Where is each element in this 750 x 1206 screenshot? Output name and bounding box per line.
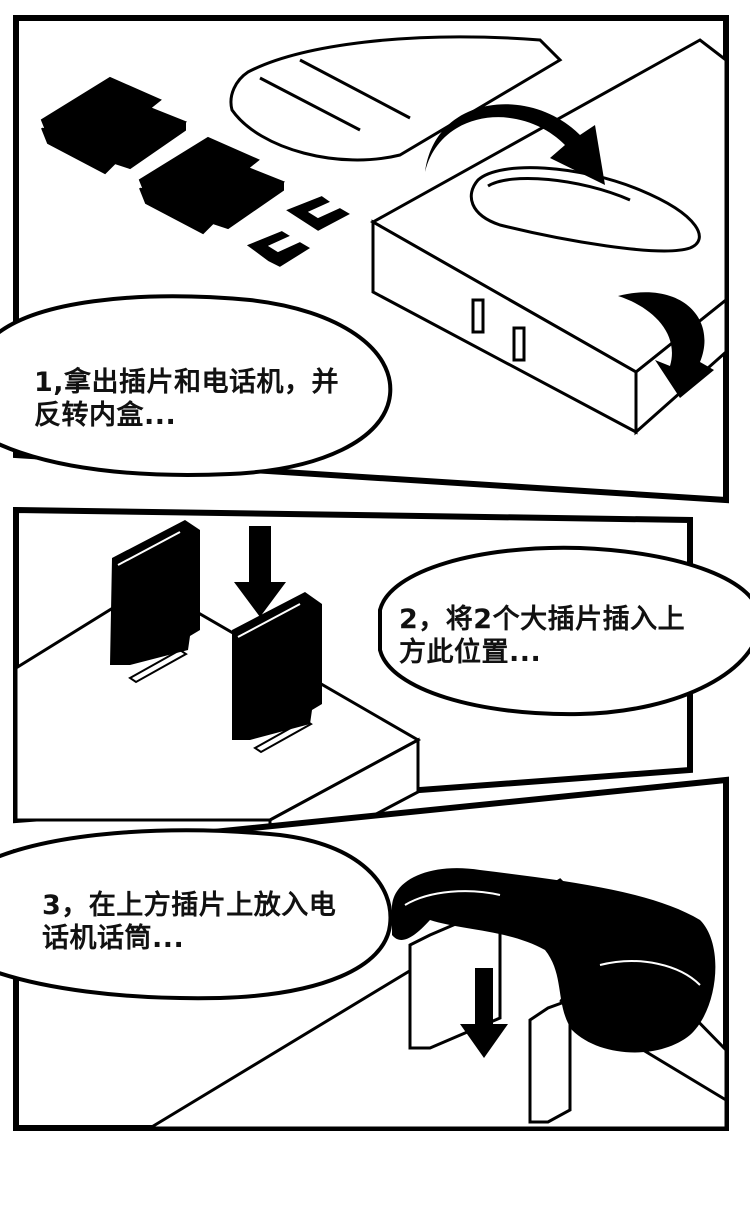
- down-arrow-1: [234, 526, 286, 617]
- panel-2: [13, 506, 750, 873]
- telephone-handset: [391, 868, 716, 1053]
- step-1-line-2: 反转内盒...: [34, 400, 177, 431]
- panel-1: [0, 15, 729, 504]
- step-3-line-1: 3，在上方插片上放入电: [42, 890, 337, 921]
- rotate-arrow-right: [618, 292, 714, 398]
- step-1-line-1: 1,拿出插片和电话机，并: [34, 367, 340, 398]
- standing-tab-2: [528, 997, 572, 1124]
- inserted-tab-1: [110, 520, 200, 665]
- small-tab-2: [242, 228, 314, 270]
- step-1-text: 1,拿出插片和电话机，并 反转内盒...: [34, 366, 339, 432]
- step-3-line-2: 话机话筒...: [42, 923, 185, 954]
- step-2-line-1: 2，将2个大插片插入上: [399, 604, 686, 635]
- inserted-tab-2: [232, 592, 322, 740]
- step-2-text: 2，将2个大插片插入上 方此位置...: [399, 603, 685, 669]
- step-3-text: 3，在上方插片上放入电 话机话筒...: [42, 889, 336, 955]
- big-tab-1: [40, 76, 188, 175]
- speech-bubble-3: [0, 828, 393, 1001]
- down-arrow-2: [460, 968, 508, 1058]
- step-2-line-2: 方此位置...: [399, 637, 542, 668]
- phone-base-lid: [229, 35, 563, 162]
- speech-bubble-2: [378, 545, 750, 717]
- rotate-arrow-top: [425, 104, 605, 185]
- big-tab-2: [138, 136, 286, 235]
- panel-3: [0, 776, 729, 1131]
- speech-bubble-1: [0, 294, 393, 477]
- small-tab-1: [281, 193, 355, 234]
- insert-slot-1: [128, 648, 188, 684]
